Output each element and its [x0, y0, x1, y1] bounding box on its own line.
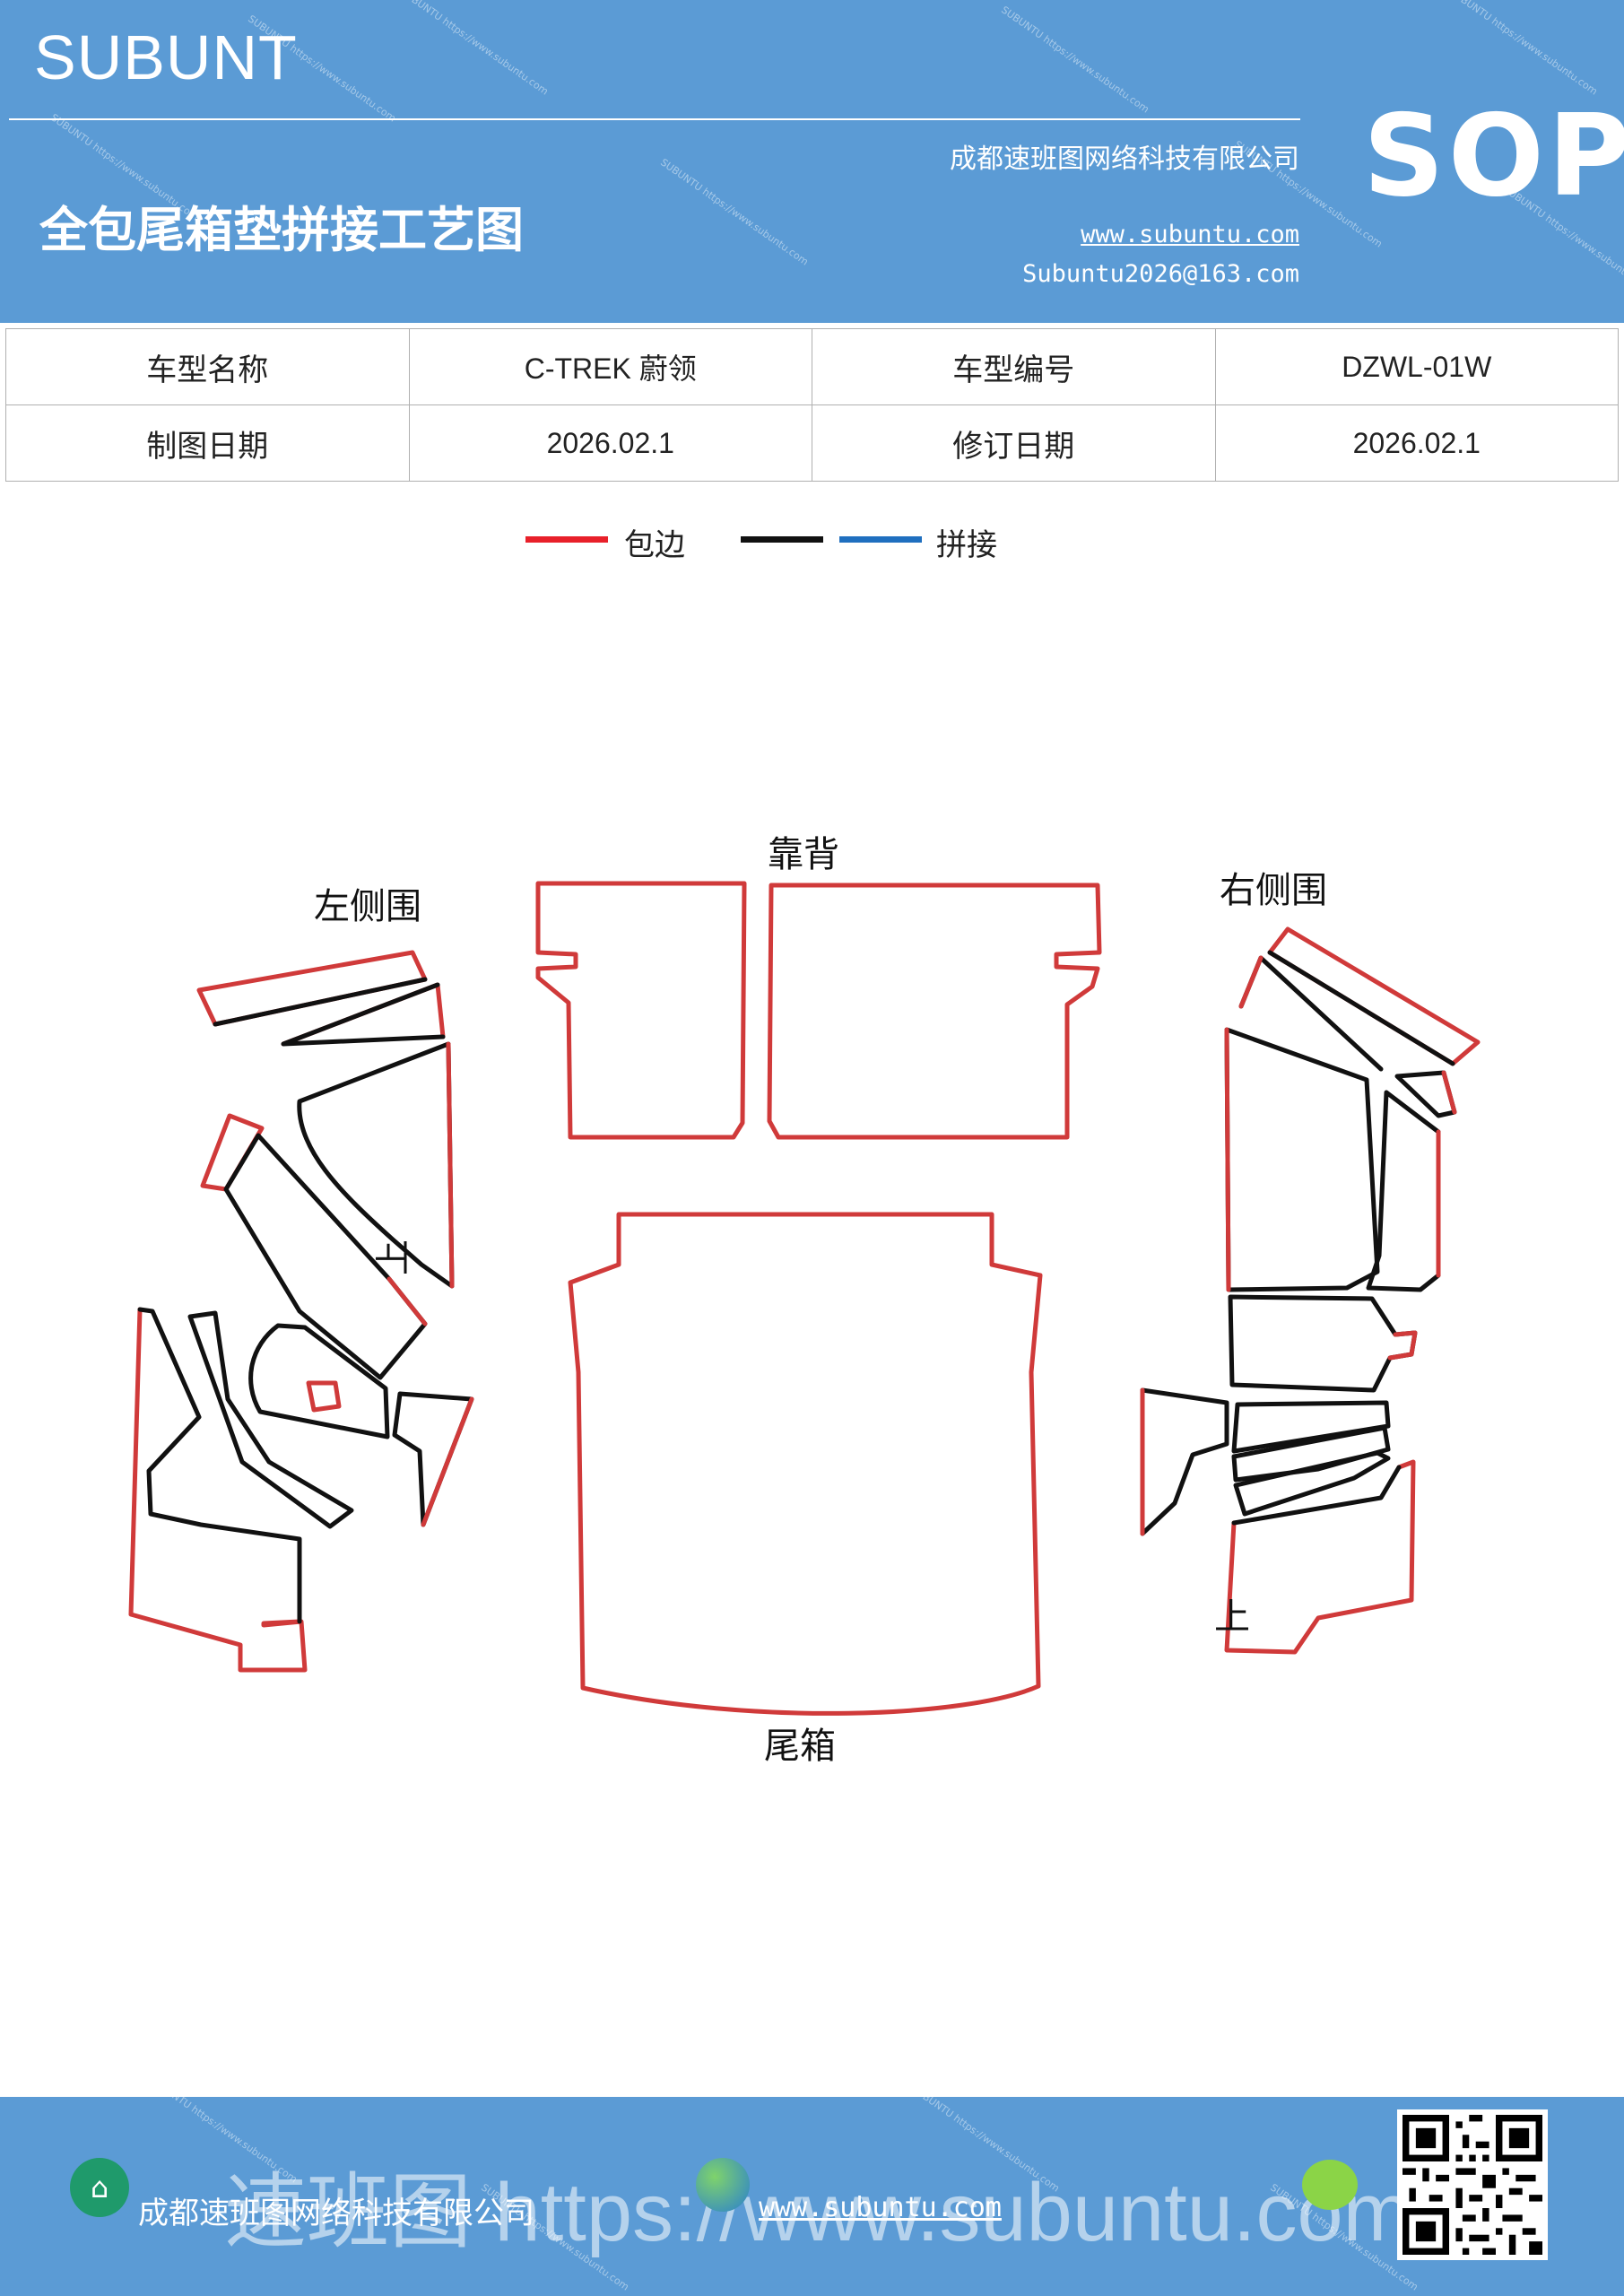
- back-panel-left: [535, 881, 747, 1140]
- right-panel-mid-block: [1228, 1294, 1418, 1393]
- left-panel-lower-brace: [187, 1310, 354, 1529]
- left-panel-pillar-edge: [386, 1276, 428, 1326]
- legend-swatch-join: [839, 536, 922, 543]
- right-panel-strip-c: [1233, 1450, 1391, 1517]
- sop-badge: SOP: [1363, 90, 1624, 222]
- right-panel-small-tab-edge: [1441, 1070, 1457, 1115]
- right-panel-quarter-window: [1224, 1027, 1380, 1292]
- label-trunk: 尾箱: [764, 1726, 836, 1767]
- document-title: 全包尾箱垫拼接工艺图: [39, 201, 524, 258]
- model-name-value: C-TREK 蔚领: [408, 328, 812, 405]
- model-code-label: 车型编号: [812, 328, 1216, 405]
- legend-label-join: 拼接: [936, 527, 997, 563]
- left-panel-quarter-window: [297, 1041, 455, 1289]
- wechat-icon: [1302, 2160, 1358, 2210]
- label-right-side: 右侧围: [1220, 870, 1327, 911]
- revision-date-value: 2026.02.1: [1214, 404, 1619, 482]
- qr-code-icon: [1397, 2109, 1548, 2260]
- qr-code-graphic: [1403, 2115, 1542, 2255]
- label-back-seat: 靠背: [768, 834, 839, 875]
- right-panel-lower-main-seam: [1231, 1465, 1402, 1526]
- back-panel-right: [767, 883, 1102, 1140]
- footer-watermark-text: 速班图 https://www.subuntu.com: [224, 2167, 1412, 2258]
- label-up-right: 上: [1214, 1596, 1250, 1638]
- vehicle-info-table: 车型名称 C-TREK 蔚领 车型编号 DZWL-01W 制图日期 2026.0…: [5, 328, 1619, 482]
- right-panel-lower-main: [1224, 1459, 1416, 1655]
- brand-name: SUBUNT: [34, 22, 298, 92]
- left-panel-right-flap: [392, 1391, 474, 1527]
- website-link[interactable]: www.subuntu.com: [1081, 221, 1299, 248]
- right-panel-wheel-left: [1140, 1387, 1229, 1536]
- left-panel-quarter-edge: [446, 1041, 455, 1289]
- left-panel-top-strip-seam: [213, 977, 428, 1027]
- right-panel-slant-edge: [1238, 955, 1264, 1009]
- legend-swatch-seam: [741, 536, 823, 543]
- building-icon: ⌂: [70, 2158, 129, 2217]
- left-panel-wheel-arch: [248, 1323, 390, 1439]
- left-panel-wedge-seam: [281, 982, 446, 1047]
- footer-banner: SUBUNTU https://www.subuntu.com SUBUNTU …: [0, 2097, 1624, 2296]
- footer-company-name: 成都速班图网络科技有限公司: [138, 2196, 534, 2231]
- header-divider: [9, 118, 1300, 120]
- legend-swatch-edge: [525, 536, 608, 543]
- table-row: 制图日期 2026.02.1 修订日期 2026.02.1: [5, 404, 1619, 482]
- model-code-value: DZWL-01W: [1214, 328, 1619, 405]
- model-name-label: 车型名称: [5, 328, 410, 405]
- company-name: 成都速班图网络科技有限公司: [950, 144, 1299, 175]
- globe-icon: [696, 2158, 750, 2212]
- left-panel-right-flap-edge: [421, 1396, 474, 1527]
- label-left-side: 左侧围: [314, 886, 421, 927]
- draw-date-label: 制图日期: [5, 404, 410, 482]
- left-panel-lower-main-seam: [137, 1307, 302, 1624]
- legend-label-edge: 包边: [624, 527, 685, 563]
- table-row: 车型名称 C-TREK 蔚领 车型编号 DZWL-01W: [5, 328, 1619, 405]
- right-panel-strip-a: [1231, 1400, 1391, 1454]
- right-panel-pillar: [1366, 1090, 1441, 1292]
- footer-website-link[interactable]: www.subuntu.com: [759, 2192, 1002, 2223]
- right-panel-mid-edge: [1387, 1330, 1418, 1361]
- header-banner: SUBUNTU https://www.subuntu.com SUBUNTU …: [0, 0, 1624, 323]
- line-legend: 包边 拼接: [0, 520, 1624, 574]
- right-panel-quarter-edge: [1224, 1027, 1231, 1292]
- contact-email[interactable]: Subuntu2026@163.com: [1022, 260, 1299, 288]
- revision-date-label: 修订日期: [812, 404, 1216, 482]
- left-panel-cutout: [306, 1380, 342, 1413]
- left-panel-small-tab: [200, 1113, 265, 1192]
- right-panel-top-strip-seam: [1267, 950, 1455, 1066]
- left-panel-lower-main: [128, 1307, 308, 1673]
- trunk-floor-panel: [568, 1212, 1043, 1716]
- draw-date-value: 2026.02.1: [408, 404, 812, 482]
- label-up-left: 上: [373, 1239, 414, 1275]
